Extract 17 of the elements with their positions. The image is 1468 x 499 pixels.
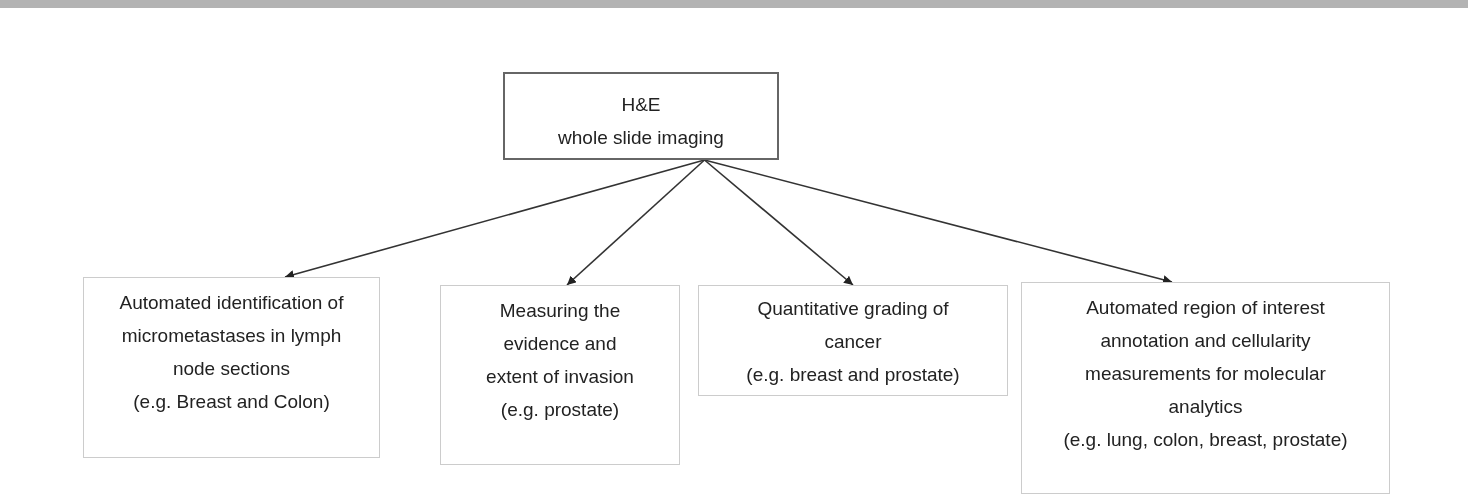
box-heading: Automated region of interest annotation and cellularity measurements for molecular analytics xyxy=(1084,296,1327,419)
application-box xyxy=(440,285,680,465)
box-heading: Measuring the evidence and extent of invasion xyxy=(485,299,635,389)
arrow xyxy=(566,159,706,286)
box-note: (e.g. lung, colon, breast, prostate) xyxy=(1063,428,1348,452)
title-box xyxy=(503,72,779,160)
application-box xyxy=(698,285,1008,396)
box-heading: H&E xyxy=(621,93,661,117)
box-note: (e.g. prostate) xyxy=(500,398,620,422)
application-box xyxy=(1021,282,1390,494)
application-box xyxy=(83,277,380,458)
arrow xyxy=(703,159,854,286)
box-heading: Quantitative grading of cancer xyxy=(756,297,950,354)
box-heading: Automated identification of micrometastases in lymph node sections xyxy=(118,291,345,381)
box-note: (e.g. breast and prostate) xyxy=(746,363,960,387)
box-note: whole slide imaging xyxy=(558,126,724,150)
box-note: (e.g. Breast and Colon) xyxy=(133,390,330,414)
